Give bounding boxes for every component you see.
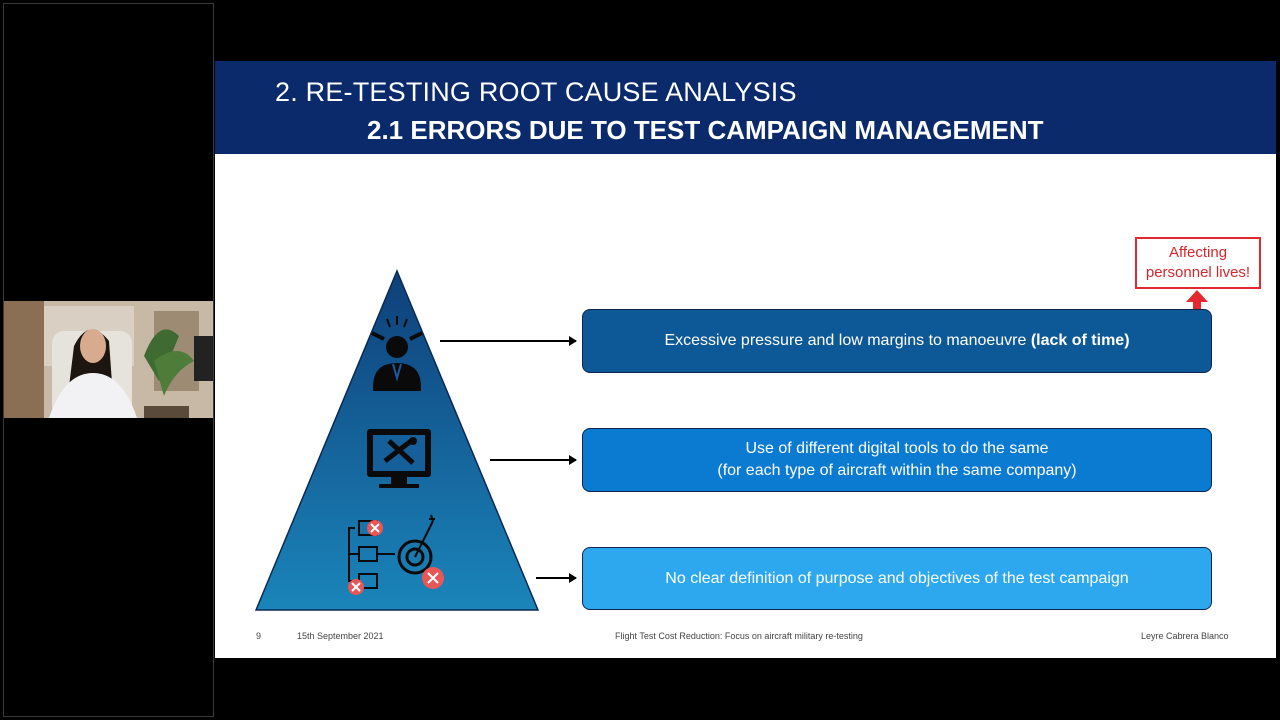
connector-arrow: [536, 573, 577, 583]
monitor-tools-icon: [367, 429, 431, 488]
box-text-line1: Use of different digital tools to do the…: [745, 440, 1049, 457]
box-text: Excessive pressure and low margins to ma…: [664, 332, 1031, 349]
stressed-person-icon: [371, 316, 423, 391]
footer-author: Leyre Cabrera Blanco: [1141, 631, 1229, 641]
page-number: 9: [256, 631, 262, 641]
footer-date: 15th September 2021: [297, 631, 384, 641]
presentation-slide: 2. RE-TESTING ROOT CAUSE ANALYSIS 2.1 ER…: [215, 61, 1276, 658]
cause-box-time-pressure: Excessive pressure and low margins to ma…: [582, 309, 1212, 373]
box-text-bold: (lack of time): [1030, 332, 1130, 349]
box-text: No clear definition of purpose and objec…: [665, 569, 1129, 587]
footer-title: Flight Test Cost Reduction: Focus on air…: [615, 631, 863, 641]
process-target-icon: [348, 514, 444, 595]
slide-title: 2. RE-TESTING ROOT CAUSE ANALYSIS: [275, 77, 797, 107]
cause-box-digital-tools: Use of different digital tools to do the…: [582, 428, 1212, 492]
up-arrow-icon: [1186, 290, 1208, 324]
webcam-video: [4, 301, 213, 418]
slide-subtitle: 2.1 ERRORS DUE TO TEST CAMPAIGN MANAGEME…: [367, 115, 1044, 145]
pyramid-diagram: [255, 269, 539, 611]
box-text-line2: (for each type of aircraft within the sa…: [717, 462, 1077, 479]
cause-box-objectives: No clear definition of purpose and objec…: [582, 547, 1212, 610]
warning-callout: Affecting personnel lives!: [1135, 237, 1261, 289]
connector-arrow: [440, 336, 577, 346]
slide-header: 2. RE-TESTING ROOT CAUSE ANALYSIS 2.1 ER…: [215, 61, 1276, 154]
connector-arrow: [490, 455, 577, 465]
